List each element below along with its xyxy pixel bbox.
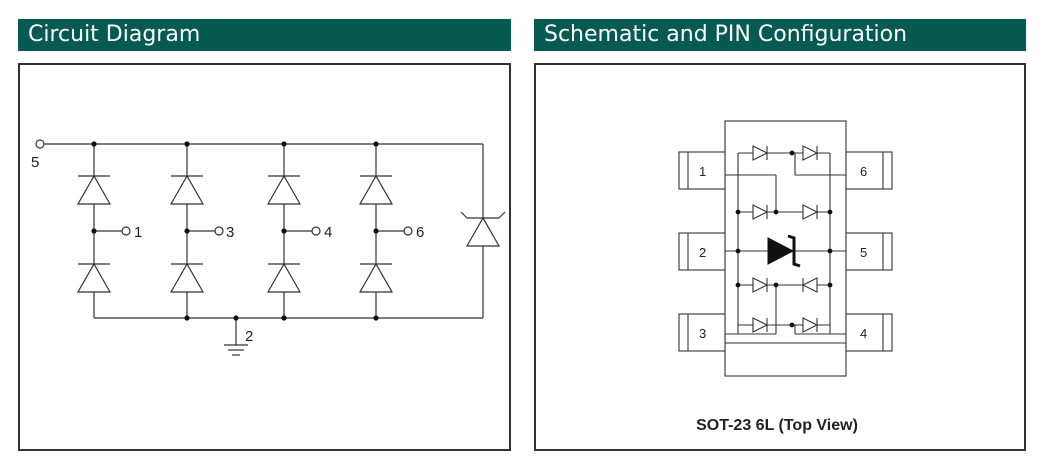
lower-diode-6 xyxy=(358,262,394,293)
circuit-diagram xyxy=(35,139,506,356)
steering-diodes xyxy=(752,145,819,333)
upper-diode-1 xyxy=(76,174,112,205)
circuit-diagram-panel xyxy=(18,63,511,451)
circuit-diagram-title: Circuit Diagram xyxy=(18,19,511,51)
junction-dots xyxy=(91,141,379,321)
diode-column-4 xyxy=(266,144,321,318)
lower-diode-3 xyxy=(169,262,205,293)
schematic-pin-1-label: 1 xyxy=(699,164,706,179)
central-tvs-diode xyxy=(767,234,801,268)
lower-diode-4 xyxy=(266,262,302,293)
upper-diode-6 xyxy=(358,174,394,205)
schematic-pin-2-label: 2 xyxy=(699,245,706,260)
upper-diode-4 xyxy=(266,174,302,205)
pin-4-label: 4 xyxy=(324,224,332,241)
schematic-pin-title: Schematic and PIN Configuration xyxy=(534,19,1026,51)
package-label: SOT-23 6L (Top View) xyxy=(696,417,858,434)
lower-diode-1 xyxy=(76,262,112,293)
schematic-pin-5-label: 5 xyxy=(860,245,867,260)
pin-5-terminal xyxy=(35,139,45,149)
ground-symbol xyxy=(224,318,248,356)
pin-1-label: 1 xyxy=(134,224,142,241)
schematic-pin-6-label: 6 xyxy=(860,164,867,179)
pin-4-pad xyxy=(845,313,893,352)
pin-6-label: 6 xyxy=(416,224,424,241)
pin-2-label: 2 xyxy=(245,328,253,345)
pin-5-pad xyxy=(845,232,893,271)
pin-3-pad xyxy=(678,313,726,352)
schematic-pin-3-label: 3 xyxy=(699,326,706,341)
diode-column-3 xyxy=(169,144,224,318)
pin-4-terminal xyxy=(311,226,321,236)
upper-diode-3 xyxy=(169,174,205,205)
pin-6-pad xyxy=(845,151,893,190)
pin-1-pad xyxy=(678,151,726,190)
schematic-junction-dots xyxy=(735,150,833,328)
diode-column-6 xyxy=(358,144,413,318)
pin-3-label: 3 xyxy=(226,224,234,241)
diode-column-1 xyxy=(76,144,131,318)
pin-5-label: 5 xyxy=(31,154,39,171)
pin-6-terminal xyxy=(403,226,413,236)
pin-3-terminal xyxy=(214,226,224,236)
schematic-pin-4-label: 4 xyxy=(860,326,867,341)
pin-1-terminal xyxy=(121,226,131,236)
tvs-zener-diode xyxy=(460,211,506,247)
